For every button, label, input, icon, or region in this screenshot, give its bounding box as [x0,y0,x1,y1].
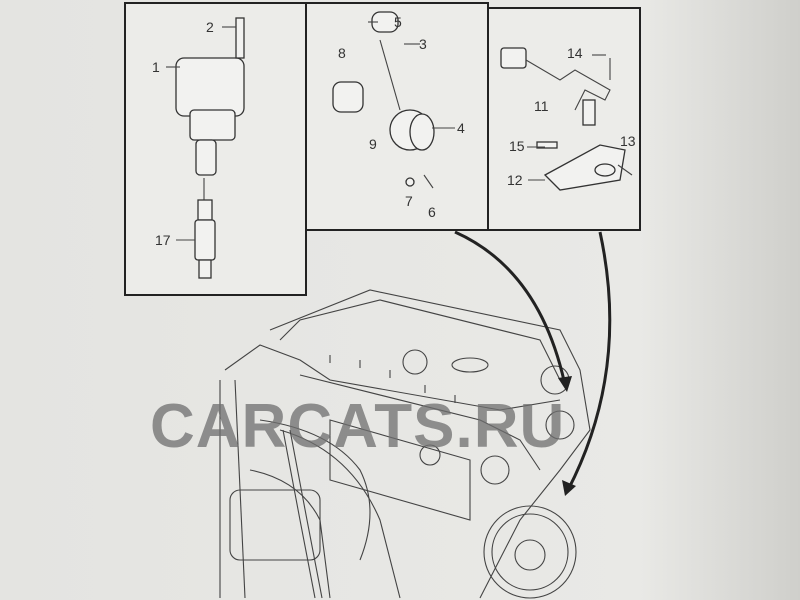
callout-11: 11 [534,98,549,114]
callout-12: 12 [507,172,523,188]
crankshaft-sensor-drawing [500,47,633,191]
callout-1: 1 [152,59,160,75]
callout-8: 8 [338,45,346,61]
ignition-coil-drawing [175,17,245,279]
callout-17: 17 [155,232,171,248]
watermark: CARCATS.RU [150,392,565,461]
callout-6: 6 [428,204,436,220]
callout-14: 14 [567,45,583,61]
callout-5: 5 [394,14,402,30]
callout-arrows [454,230,612,496]
callout-9: 9 [369,136,377,152]
crankshaft-sensor-panel [487,7,641,231]
callout-13: 13 [620,133,636,149]
callout-7: 7 [405,193,413,209]
callout-2: 2 [206,19,214,35]
engine-illustration [219,289,591,599]
callout-15: 15 [509,138,525,154]
callout-4: 4 [457,120,465,136]
callout-3: 3 [419,36,427,52]
camshaft-sensor-drawing [332,11,435,189]
leader-lines [166,21,606,241]
